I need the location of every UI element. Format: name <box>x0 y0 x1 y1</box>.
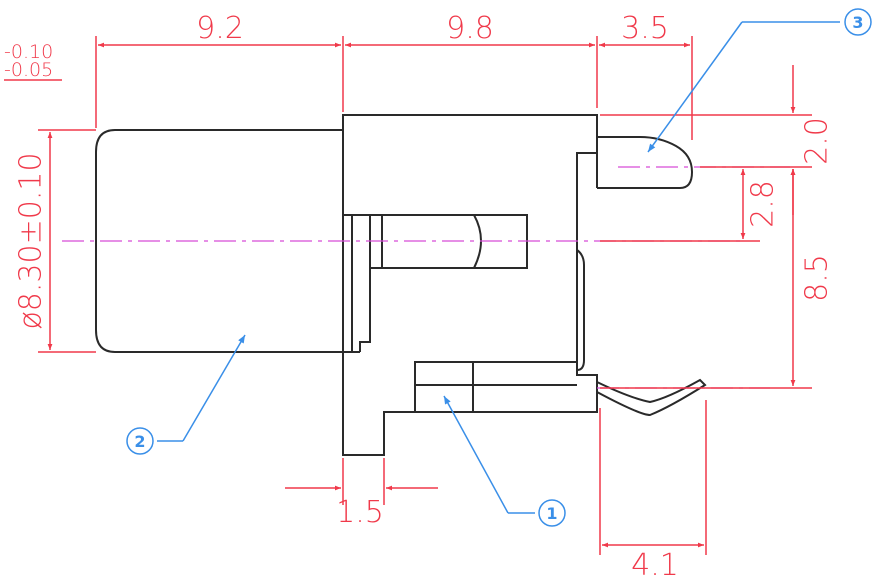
dim-top-offset: 2.0 <box>800 117 835 165</box>
callout-label-2: 2 <box>134 432 145 451</box>
tolerance-lower: -0.05 <box>4 59 53 81</box>
dim-width-mid: 9.8 <box>446 11 494 46</box>
dim-tab-width: 1.5 <box>336 495 384 530</box>
dim-height: 8.5 <box>800 254 835 302</box>
dimension-labels: 9.2 9.8 3.5 -0.10 -0.05 ø8.30±0.10 2.0 2… <box>4 11 835 579</box>
housing-body <box>342 114 598 456</box>
dimension-lines <box>4 36 812 555</box>
callout-circle-2 <box>126 427 154 455</box>
dim-width-right: 3.5 <box>621 11 669 46</box>
dim-pin-span: 4.1 <box>631 548 679 579</box>
barrel-body <box>95 129 360 353</box>
callouts <box>126 8 872 527</box>
part-outline <box>95 114 707 456</box>
top-contact <box>597 136 694 189</box>
dim-width-left: 9.2 <box>196 11 244 46</box>
callout-circle-1 <box>538 499 566 527</box>
callout-circle-3 <box>844 8 872 36</box>
terminal-block <box>414 361 577 412</box>
callout-label-3: 3 <box>852 13 863 32</box>
center-pin <box>359 215 371 352</box>
callout-labels: 3 2 1 <box>134 13 863 523</box>
bottom-lead <box>596 378 707 417</box>
dim-diameter: ø8.30±0.10 <box>14 152 49 329</box>
callout-label-1: 1 <box>546 504 557 523</box>
dim-pin-offset: 2.8 <box>746 180 781 228</box>
tolerance-upper: -0.10 <box>4 41 53 63</box>
centerlines <box>62 166 790 389</box>
